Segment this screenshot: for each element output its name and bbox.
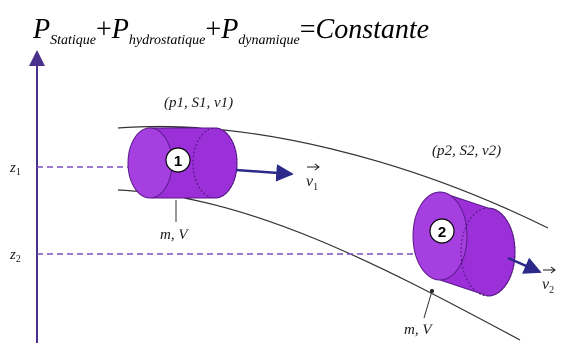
eq-rhs: Constante [316,14,430,45]
velocity-1-arrow [235,164,294,182]
eq-term2: P [111,14,129,45]
velocity-1-label: v1 [306,173,318,193]
section-1-number: 1 [174,153,182,170]
eq-term2-sub: hydrostatique [129,33,205,48]
eq-term3: P [220,14,238,45]
eq-term3-sub: dynamique [238,33,299,48]
section-1-label: (p1, S1, v1) [164,95,233,111]
velocity-2-arrow [507,256,542,274]
mass-1-label: m, V [160,227,189,243]
equation: PStatique+Phydrostatique+Pdynamique=Cons… [32,14,429,48]
section-2-badge [429,218,455,244]
fluid-element-2 [412,191,516,297]
mass-2-pointer [423,290,433,319]
eq-term1-sub: Statique [50,33,96,48]
eq-plus2: + [205,14,221,45]
section-2-number: 2 [438,224,446,241]
velocity-2-vector-mark [543,266,556,274]
pipe-upper-wall [117,125,549,229]
fluid-element-1 [127,127,238,199]
velocity-1-vector-mark [307,163,320,171]
z1-label: z1 [9,160,21,178]
velocity-2-label: v2 [542,276,554,296]
eq-term1: P [32,14,50,45]
section-1-badge [165,147,191,173]
section-2-label: (p2, S2, v2) [432,143,501,159]
eq-equals: = [300,14,316,45]
mass-2-label: m, V [404,322,433,338]
z2-label: z2 [9,247,21,265]
eq-plus1: + [96,14,112,45]
